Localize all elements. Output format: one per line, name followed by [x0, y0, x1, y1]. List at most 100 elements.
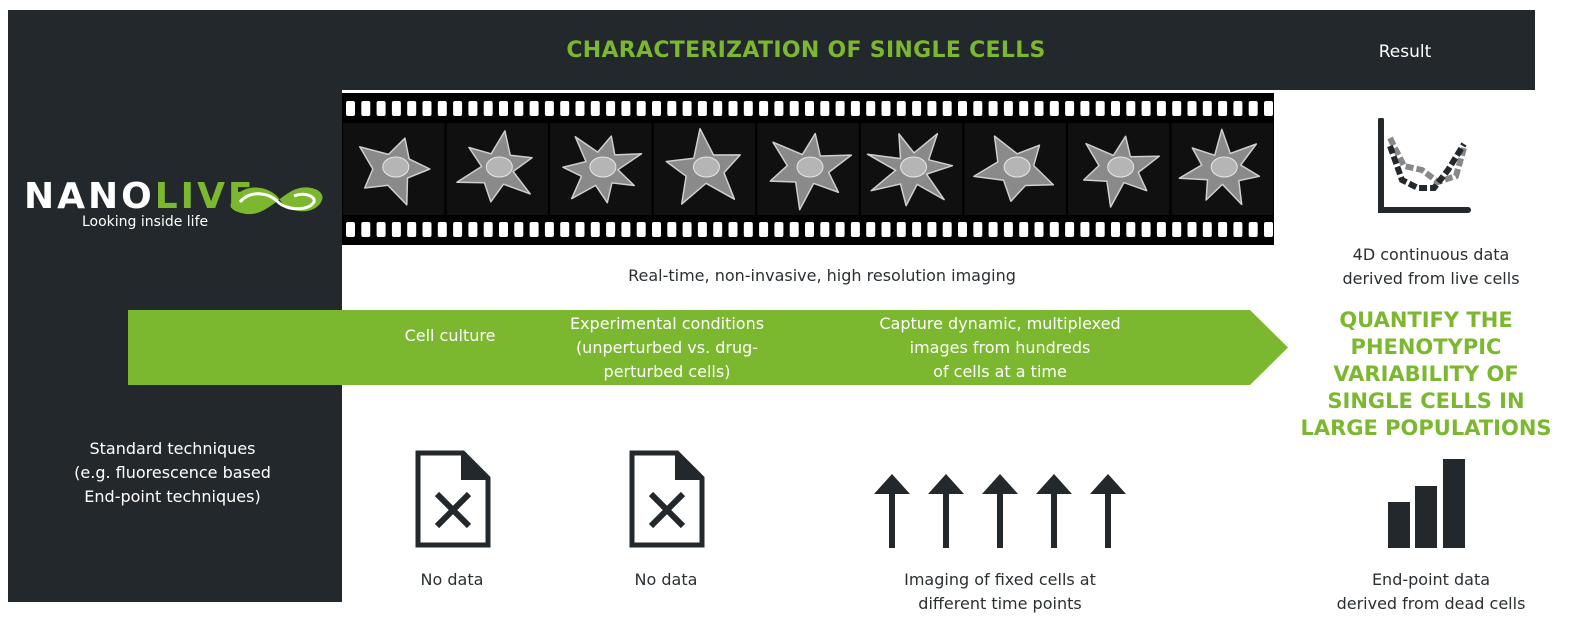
film-sprocket-hole: [713, 101, 723, 116]
film-sprocket-hole: [667, 222, 677, 237]
film-sprocket-hole: [499, 222, 508, 237]
film-sprocket-hole: [1080, 222, 1090, 237]
quantify-line: QUANTIFY THE: [1339, 308, 1513, 332]
film-sprocket-hole: [422, 101, 432, 116]
cell-nucleus: [382, 156, 410, 178]
film-sprocket-hole: [544, 222, 554, 237]
cell-nucleus: [796, 156, 824, 178]
no-data-label-1: No data: [420, 570, 484, 589]
no-data-label-2: No data: [634, 570, 698, 589]
cell-image-frame: [446, 123, 549, 215]
film-sprocket-hole: [468, 101, 478, 116]
live-result-label: 4D continuous data derived from live cel…: [1316, 243, 1546, 291]
film-sprocket-hole: [805, 222, 814, 237]
cell-image-frame: [757, 123, 859, 215]
line-chart-icon: [1378, 118, 1471, 213]
film-sprocket-hole: [422, 222, 432, 237]
film-sprocket-hole: [713, 222, 723, 237]
film-sprockets-top: [346, 101, 1273, 116]
film-sprocket-hole: [835, 101, 845, 116]
quantify-headline: QUANTIFY THE PHENOTYPIC VARIABILITY OF S…: [1290, 307, 1562, 442]
cell-image-frame: [653, 123, 756, 215]
film-sprocket-hole: [652, 222, 661, 237]
film-sprocket-hole: [652, 101, 661, 116]
step-text: (unperturbed vs. drug-: [575, 338, 759, 357]
film-sprocket-hole: [789, 222, 799, 237]
film-sprocket-hole: [376, 222, 386, 237]
film-sprocket-hole: [1187, 101, 1197, 116]
film-sprocket-hole: [1049, 101, 1059, 116]
film-sprocket-hole: [1172, 222, 1182, 237]
end-point-line: derived from dead cells: [1336, 594, 1526, 613]
quantify-line: PHENOTYPIC: [1350, 335, 1502, 359]
film-sprocket-hole: [590, 222, 600, 237]
film-sprocket-hole: [850, 222, 860, 237]
standard-techniques-label: Standard techniques (e.g. fluorescence b…: [40, 437, 305, 509]
film-sprocket-hole: [1218, 101, 1228, 116]
film-sprocket-hole: [1218, 222, 1228, 237]
film-strip-image: [342, 93, 1274, 245]
film-sprocket-hole: [499, 101, 508, 116]
left-dark-panel: [8, 10, 342, 602]
step-text: Capture dynamic, multiplexed: [879, 314, 1121, 333]
cell-image-frame: [1067, 123, 1170, 215]
standard-techniques-line: (e.g. fluorescence based: [74, 463, 271, 482]
film-sprocket-hole: [1034, 101, 1044, 116]
film-sprocket-hole: [346, 101, 355, 116]
film-sprocket-hole: [1141, 101, 1151, 116]
step-text: Cell culture: [404, 326, 496, 345]
film-sprocket-hole: [483, 101, 493, 116]
film-sprocket-hole: [1034, 222, 1044, 237]
film-sprocket-hole: [1126, 101, 1136, 116]
quantify-line: SINGLE CELLS IN: [1327, 389, 1525, 413]
step-text: perturbed cells): [603, 362, 731, 381]
film-sprocket-hole: [391, 222, 401, 237]
film-sprocket-hole: [514, 222, 524, 237]
film-sprocket-hole: [1202, 101, 1212, 116]
film-sprocket-hole: [453, 222, 463, 237]
film-sprocket-hole: [927, 222, 937, 237]
film-sprocket-hole: [896, 101, 906, 116]
film-sprocket-hole: [789, 101, 799, 116]
film-sprocket-hole: [560, 222, 570, 237]
step-text: Experimental conditions: [569, 314, 765, 333]
film-sprocket-hole: [743, 101, 753, 116]
no-data-file-icon: [629, 450, 705, 548]
film-sprocket-hole: [1264, 222, 1273, 237]
film-sprocket-hole: [346, 222, 355, 237]
film-sprocket-hole: [1019, 101, 1029, 116]
live-result-line: derived from live cells: [1342, 269, 1520, 288]
film-sprocket-hole: [912, 222, 922, 237]
film-sprocket-hole: [682, 101, 692, 116]
step-capture-images: Capture dynamic, multiplexed images from…: [850, 312, 1150, 384]
step-experimental-conditions: Experimental conditions (unperturbed vs.…: [548, 312, 786, 384]
film-sprocket-hole: [881, 101, 891, 116]
film-sprocket-hole: [958, 101, 967, 116]
film-sprocket-hole: [728, 222, 738, 237]
film-sprocket-hole: [407, 101, 417, 116]
film-sprocket-hole: [1003, 101, 1013, 116]
film-sprocket-hole: [866, 222, 876, 237]
film-sprocket-hole: [1019, 222, 1029, 237]
film-sprocket-hole: [850, 101, 860, 116]
cell-nucleus: [485, 156, 513, 178]
film-sprocket-hole: [606, 222, 616, 237]
film-sprocket-hole: [636, 101, 646, 116]
cell-nucleus: [589, 156, 617, 178]
film-sprocket-hole: [1141, 222, 1151, 237]
film-sprocket-hole: [1065, 222, 1075, 237]
film-sprocket-hole: [820, 222, 830, 237]
cell-nucleus: [692, 156, 720, 178]
film-sprocket-hole: [1233, 101, 1243, 116]
fixed-cells-line: Imaging of fixed cells at: [904, 570, 1096, 589]
film-sprocket-hole: [468, 222, 478, 237]
logo-text-nano: NANO: [24, 176, 155, 217]
film-sprocket-hole: [529, 101, 539, 116]
film-sprocket-hole: [866, 101, 876, 116]
film-sprocket-hole: [896, 222, 906, 237]
film-sprocket-hole: [1095, 222, 1105, 237]
film-sprocket-hole: [820, 101, 830, 116]
step-text: of cells at a time: [933, 362, 1067, 381]
film-sprocket-hole: [453, 101, 463, 116]
film-sprocket-hole: [973, 101, 983, 116]
